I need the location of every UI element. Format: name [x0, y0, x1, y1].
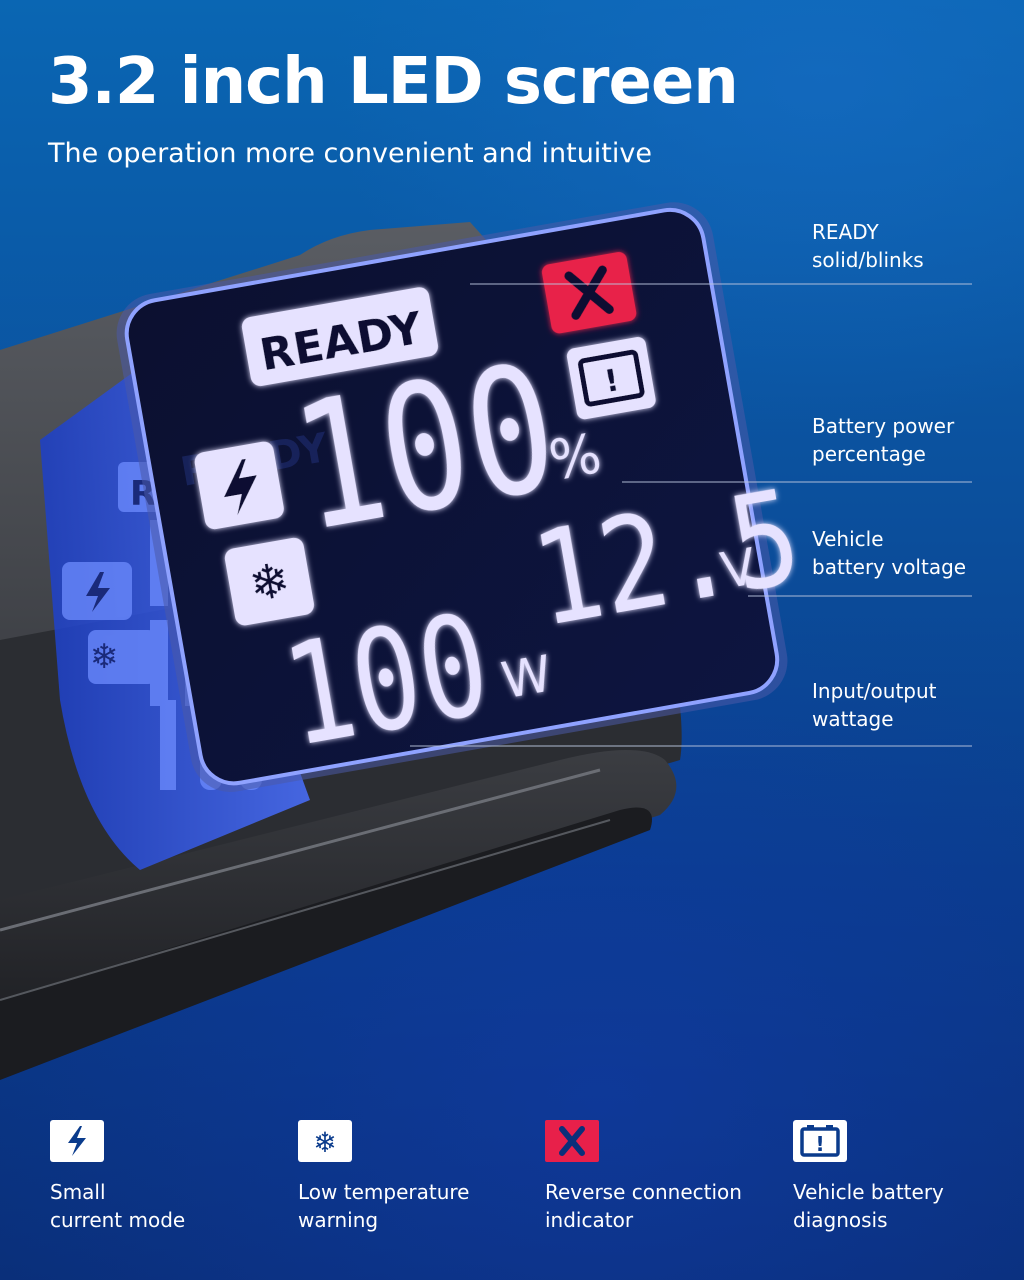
ready-badge — [241, 287, 439, 387]
feature-battery-diagnosis-line2: diagnosis — [793, 1208, 888, 1232]
snowflake-badge — [224, 537, 315, 626]
lightning-icon — [50, 1120, 104, 1162]
battery-alert-icon: ! — [793, 1120, 847, 1162]
percentage-value: 100 — [280, 325, 571, 571]
feature-small-current-line2: current mode — [50, 1208, 186, 1232]
snowflake-icon: ❄ — [298, 1120, 352, 1162]
svg-text:!: ! — [602, 363, 622, 400]
callout-wattage-line2: wattage — [812, 707, 894, 731]
subheadline: The operation more convenient and intuit… — [48, 138, 652, 169]
wattage-unit: W — [497, 645, 556, 711]
feature-small-current-line1: Small — [50, 1180, 106, 1204]
device-edge-highlight — [0, 768, 601, 932]
lcd-screen: READY READY 100 % ❄ ! 12.5 V 100 W — [116, 202, 811, 792]
svg-text:❄: ❄ — [313, 1126, 336, 1159]
device-edge-highlight-2 — [0, 819, 611, 1001]
feature-small-current: Small current mode — [50, 1120, 280, 1234]
callout-ready-line1: READY — [812, 220, 879, 244]
x-icon — [545, 1120, 599, 1162]
device-body-base — [0, 807, 652, 1080]
snowflake-icon: ❄ — [245, 552, 294, 614]
feature-reverse-connection: Reverse connection indicator — [545, 1120, 775, 1234]
feature-reverse-connection-line2: indicator — [545, 1208, 634, 1232]
callout-battery-percentage: Battery power percentage — [812, 412, 992, 468]
callout-wattage: Input/output wattage — [812, 677, 992, 733]
callout-ready: READY solid/blinks — [812, 218, 992, 274]
battery-alert-icon — [578, 349, 645, 407]
svg-text:!: ! — [815, 1132, 824, 1156]
feature-reverse-connection-line1: Reverse connection — [545, 1180, 742, 1204]
percentage-unit: % — [544, 422, 605, 493]
callout-voltage-line1: Vehicle — [812, 527, 884, 551]
callout-wattage-line1: Input/output — [812, 679, 937, 703]
headline: 3.2 inch LED screen — [48, 45, 739, 119]
feature-low-temperature-line2: warning — [298, 1208, 379, 1232]
feature-battery-diagnosis: ! Vehicle battery diagnosis — [793, 1120, 1023, 1234]
ghost-snowflake-icon: ❄ — [90, 637, 119, 677]
callout-vehicle-voltage: Vehicle battery voltage — [812, 525, 992, 581]
feature-battery-diagnosis-line1: Vehicle battery — [793, 1180, 944, 1204]
callout-voltage-line2: battery voltage — [812, 555, 967, 579]
wattage-value: 100 — [273, 582, 501, 778]
x-icon — [564, 265, 614, 320]
lightning-icon — [224, 458, 257, 516]
feature-low-temperature-line1: Low temperature — [298, 1180, 470, 1204]
ghost-lightning-icon — [86, 572, 110, 612]
feature-low-temperature: ❄ Low temperature warning — [298, 1120, 528, 1234]
callout-ready-line2: solid/blinks — [812, 248, 924, 272]
callout-percentage-line1: Battery power — [812, 414, 955, 438]
callout-percentage-line2: percentage — [812, 442, 926, 466]
